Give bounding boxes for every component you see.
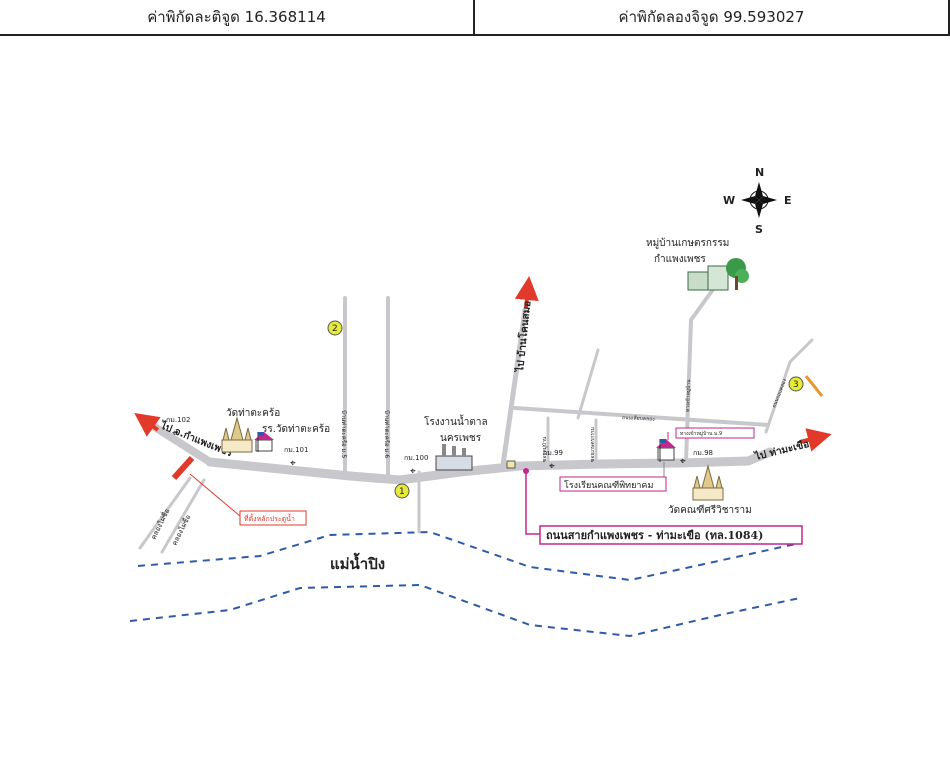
temple-sriwichai-label: วัดคณฑีศรีวิชาราม	[668, 504, 752, 516]
marker-3-label: 3	[793, 380, 799, 390]
compass-east: E	[784, 194, 792, 207]
label-soi-d: ซอยหมู่บ้าน	[541, 436, 548, 462]
side-road-w2	[160, 478, 206, 554]
label-soi-e: ซอยเกษตรกรรม	[590, 427, 596, 462]
compass-west: W	[723, 194, 735, 207]
side-road-bankhlong	[500, 307, 528, 468]
km-98-label: กม.98	[693, 449, 713, 457]
location-marker-leader	[189, 473, 241, 517]
road-name-label: ถนนสายกำแพงเพชร - ท่ามะเขือ (ทล.1084)	[546, 529, 763, 542]
pink-box-village	[675, 427, 755, 439]
km-102-icon: ⌖	[172, 428, 178, 439]
side-road-w1	[138, 476, 192, 550]
location-marker-box	[239, 510, 307, 526]
village-sub-label: กำแพงเพชร	[654, 254, 706, 265]
sugar-factory-label: โรงงานน้ำตาล	[424, 414, 488, 428]
arrow-to-kamphaeng	[134, 413, 161, 437]
side-road-cross	[513, 406, 770, 427]
river-banks	[129, 530, 801, 638]
location-marker-label: ที่ตั้งหลักประตูน้ำ	[244, 512, 295, 523]
km-101-icon: ⌖	[290, 458, 296, 469]
side-road-east	[764, 338, 814, 434]
temple-sriwichai-icon	[692, 464, 724, 501]
school-phitthayakhom-label: โรงเรียนคณฑีพิทยาคม	[564, 480, 653, 491]
shop-icon	[506, 460, 516, 469]
marker-1-label: 1	[399, 487, 405, 497]
km-100-icon: ⌖	[410, 466, 416, 477]
longitude-cell: ค่าพิกัดลองจิจูด 99.593027	[475, 0, 950, 34]
sugar-factory-sub-label: นครเพชร	[440, 433, 482, 444]
km-101-label: กม.101	[284, 446, 308, 454]
river-label: แม่น้ำปิง	[330, 552, 385, 573]
numbered-marker-1: 1	[394, 483, 410, 499]
temple-thakhawat-icon	[221, 416, 253, 453]
label-soi-h: ทางเข้าหมู่บ้าน ม.9	[680, 430, 722, 437]
km-98-icon: ⌖	[680, 456, 686, 467]
label-soi-j: คลองไผ่ซื่อ	[149, 507, 172, 541]
numbered-marker-3: 3	[788, 376, 804, 392]
compass-north: N	[755, 166, 764, 179]
side-road-4	[576, 348, 600, 420]
river-bank-north	[137, 530, 801, 582]
numbered-marker-2: 2	[327, 320, 343, 336]
km-markers: กม.102 ⌖ กม.101 ⌖ กม.100 ⌖ กม.99 ⌖ กม.98…	[166, 416, 713, 477]
arrow-to-bankhlong	[514, 276, 539, 309]
main-road	[205, 447, 775, 485]
compass-rose: N S E W	[723, 166, 792, 236]
km-99-icon: ⌖	[549, 461, 555, 472]
label-soi-f: ถนนเลียบคลอง	[622, 414, 655, 423]
label-soi-i: ถนนรอบคลอง	[771, 378, 788, 409]
km-100-label: กม.100	[404, 454, 428, 462]
label-soi-g: ทางเข้าหมู่บ้าน	[684, 379, 692, 412]
side-road-village	[684, 286, 716, 464]
arrow-to-thamakhuea	[799, 428, 832, 452]
km-99-label: กม.99	[543, 449, 563, 457]
label-soi-b: บ้านท่าตะคร้อ ม.6	[383, 410, 390, 458]
sugar-factory-icon	[435, 444, 473, 471]
school-thakhawat-label: รร.วัดท่าตะคร้อ	[262, 423, 330, 435]
latitude-cell: ค่าพิกัดละติจูด 16.368114	[0, 0, 475, 34]
road-callout-leader	[525, 471, 540, 535]
location-marker-bar	[171, 455, 195, 481]
village-icon	[687, 258, 749, 291]
label-soi-a: บ้านท่าตะคร้อ ม.5	[340, 410, 347, 458]
label-to-bankhlong: ไป บ้านโคนสมอ	[513, 300, 533, 373]
compass-south: S	[755, 223, 763, 236]
temple-thakhawat-label: วัดท่าตะคร้อ	[226, 407, 280, 419]
orange-road-segment	[804, 375, 824, 397]
school-phitthayakhom-icon	[656, 439, 676, 462]
river-bank-south	[129, 583, 801, 638]
label-to-thamakhuea: ไป ท่ามะเขือ	[753, 437, 811, 463]
side-roads	[138, 286, 814, 554]
village-label: หมู่บ้านเกษตรกรรม	[646, 237, 729, 249]
km-102-label: กม.102	[166, 416, 190, 424]
school-thakhawat-icon	[254, 432, 274, 452]
coordinates-header: ค่าพิกัดละติจูด 16.368114 ค่าพิกัดลองจิจ…	[0, 0, 950, 36]
school-phitthayakhom-box	[559, 476, 667, 492]
road-callout-box	[539, 525, 803, 545]
marker-2-label: 2	[332, 324, 338, 334]
